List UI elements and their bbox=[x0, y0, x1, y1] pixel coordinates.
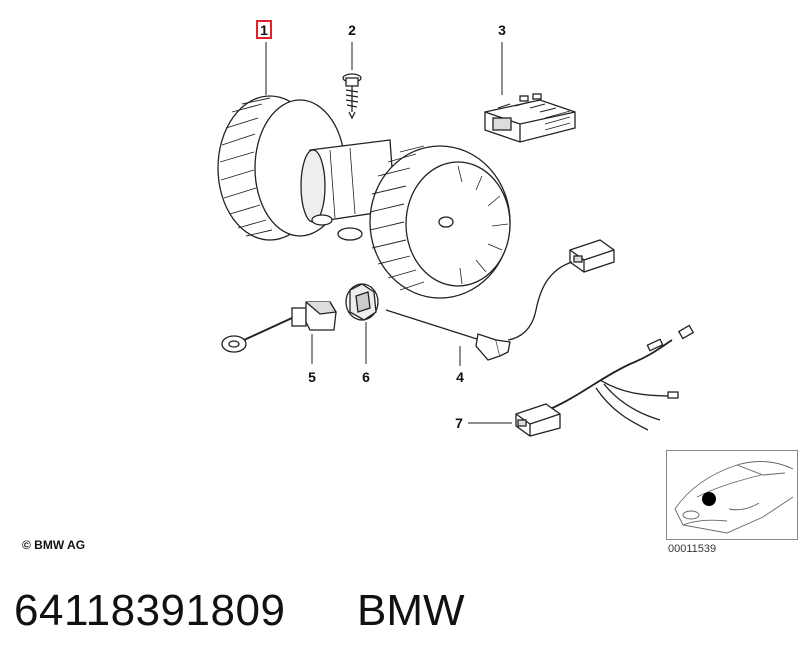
callout-3-label: 3 bbox=[498, 22, 506, 38]
screw-part bbox=[342, 73, 362, 120]
callout-2-label: 2 bbox=[348, 22, 356, 38]
callout-3[interactable]: 3 bbox=[498, 22, 506, 95]
resistor-part bbox=[484, 93, 576, 143]
car-outline-icon bbox=[674, 461, 794, 534]
location-thumbnail bbox=[666, 450, 798, 540]
callout-5-label: 5 bbox=[308, 369, 316, 385]
wiring-harness-part bbox=[515, 324, 695, 437]
connector-cable-part bbox=[507, 239, 615, 341]
thumbnail-id: 00011539 bbox=[668, 543, 717, 555]
temperature-sensor-part bbox=[385, 309, 511, 361]
part-number: 64118391809 bbox=[14, 586, 286, 635]
callout-2[interactable]: 2 bbox=[348, 22, 356, 70]
callout-4[interactable]: 4 bbox=[456, 346, 464, 385]
callout-6[interactable]: 6 bbox=[362, 322, 370, 385]
blower-motor-part bbox=[217, 95, 511, 299]
callout-6-label: 6 bbox=[362, 369, 370, 385]
copyright-text: © BMW AG bbox=[22, 538, 86, 552]
callout-1-label: 1 bbox=[260, 22, 268, 38]
callout-1[interactable]: 1 bbox=[256, 20, 272, 95]
location-marker bbox=[702, 492, 716, 506]
grommet-part bbox=[345, 283, 379, 321]
brand-name: BMW bbox=[357, 586, 465, 635]
sensor-ring-terminal-part bbox=[221, 301, 338, 353]
callout-7-label: 7 bbox=[455, 415, 463, 431]
callout-5[interactable]: 5 bbox=[308, 334, 316, 385]
callout-1-highlight-box bbox=[256, 20, 272, 39]
callout-7[interactable]: 7 bbox=[455, 415, 512, 431]
callout-4-label: 4 bbox=[456, 369, 464, 385]
